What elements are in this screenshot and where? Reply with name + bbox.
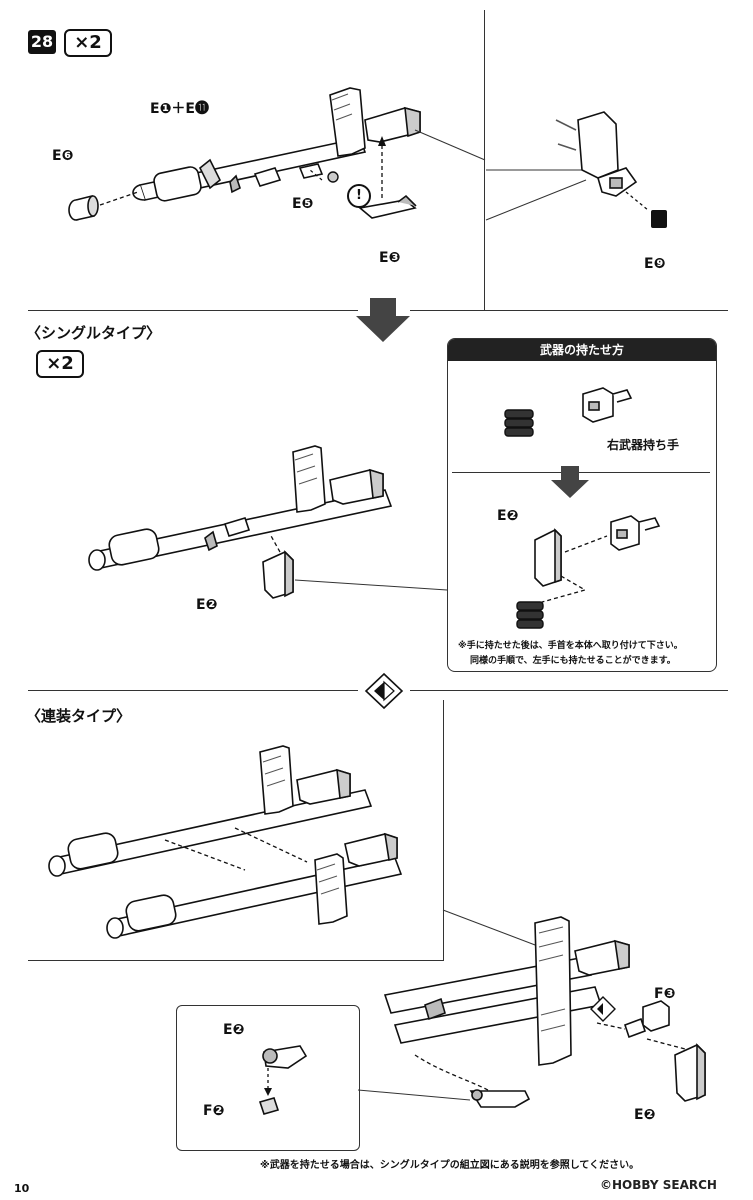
hand-detail-inset: [176, 1005, 360, 1151]
label-e9: E❾: [644, 256, 666, 272]
label-e3: E❸: [379, 250, 401, 266]
twin-callout-lines: [442, 909, 544, 949]
section-divider-mid-right: [410, 690, 728, 691]
label-single-e2: E❷: [196, 597, 218, 613]
right-hand-label: 右武器持ち手: [607, 438, 680, 452]
section-divider-right: [410, 310, 728, 311]
holding-inset-title: 武器の持たせ方: [448, 339, 716, 361]
twin-panel-bottom: [28, 960, 444, 961]
holding-inset: 武器の持たせ方: [447, 338, 717, 672]
section-divider-mid-left: [28, 690, 358, 691]
watermark: ©HOBBY SEARCH: [600, 1178, 717, 1192]
holding-inset-drawing: [504, 387, 661, 629]
section-divider-left: [28, 310, 358, 311]
single-type-drawing: [88, 445, 448, 599]
caution-icon: !: [347, 184, 371, 208]
twin-panel-divider: [443, 700, 444, 960]
single-type-title: 〈シングルタイプ〉: [26, 324, 162, 342]
barrel-assembly-drawing: [68, 87, 486, 221]
label-e1-e11: E❶＋E⓫: [150, 101, 209, 117]
holding-note-line1: ※手に持たせた後は、手首を本体へ取り付けて下さい。: [458, 641, 683, 651]
label-e5: E❺: [292, 196, 314, 212]
label-inset-e2: E❷: [497, 508, 519, 524]
label-detail-e2: E❷: [223, 1022, 245, 1038]
hand-detail-drawing: [258, 1045, 471, 1115]
label-twin-f3: F❸: [654, 986, 676, 1002]
label-e6: E❻: [52, 148, 74, 164]
inset-divider: [452, 472, 710, 473]
single-quantity-badge: ×2: [36, 350, 84, 378]
twin-type-drawing: [48, 745, 403, 939]
zoom-detail-drawing: [485, 111, 667, 228]
alternate-option-icon: [364, 672, 404, 710]
twin-assembled-drawing: [383, 916, 706, 1108]
down-arrow-icon: [356, 298, 410, 342]
step-number: 28: [28, 30, 56, 54]
holding-note-line2: 同様の手順で、左手にも持たせることができます。: [470, 656, 676, 666]
twin-type-title: 〈連装タイプ〉: [26, 707, 132, 725]
label-detail-f2: F❷: [203, 1103, 225, 1119]
twin-note: ※武器を持たせる場合は、シングルタイプの組立図にある説明を参照してください。: [260, 1160, 640, 1171]
page-number: 10: [14, 1182, 30, 1195]
label-twin-e2: E❷: [634, 1107, 656, 1123]
quantity-badge: ×2: [64, 29, 112, 57]
